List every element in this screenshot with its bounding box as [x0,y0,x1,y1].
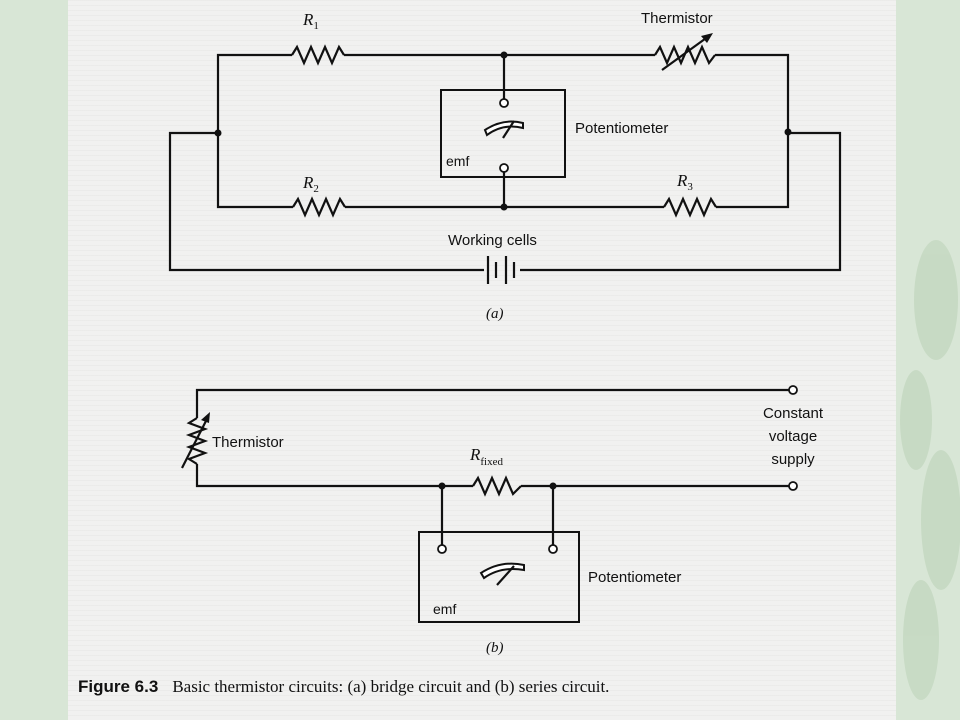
potentiometer-a-label: Potentiometer [575,120,668,137]
supply-label-line3: supply [771,451,815,468]
junction-dot [549,482,557,490]
thermistor-a-arrow-line [661,35,710,71]
figure-caption: Figure 6.3 Basic thermistor circuits: (a)… [78,677,609,697]
thermistor-b-arrow-line [181,416,209,469]
supply-label-line2: voltage [769,428,817,445]
series-top-wire [195,388,790,488]
thermistor-a-resistor [654,44,716,66]
r1-resistor [291,44,345,66]
decorative-pattern [900,240,960,700]
supply-terminal-bottom [788,481,798,491]
thermistor-a-arrowhead [701,33,713,43]
book-page [68,0,896,720]
r2-resistor [292,196,346,218]
supply-label-line1: Constant [763,405,824,422]
rfixed-label: Rfixed [469,445,503,468]
junction-dot [784,128,792,136]
left-margin [0,0,68,720]
thermistor-b-resistor [185,417,209,465]
potentiometer-b-box [418,531,580,623]
subfigure-a-label: (a) [486,306,504,322]
figure-number: Figure 6.3 [78,677,159,696]
pot-a-terminal-bottom [499,163,509,173]
junction-dot [500,51,508,59]
junction-dot [214,129,222,137]
potentiometer-b-label: Potentiometer [588,569,681,586]
r3-label: R3 [676,171,693,193]
pot-a-meter-icon [483,120,524,139]
series-circuit: Thermistor Rfixed Constant voltage suppl… [181,385,824,656]
thermistor-b-label: Thermistor [212,434,284,451]
battery-loop-wire [168,131,842,272]
working-cells-battery [486,256,516,284]
pot-b-meter-icon [479,562,525,586]
pot-a-terminal-top [499,98,509,108]
r3-resistor [663,196,717,218]
rfixed-resistor [472,475,522,497]
junction-dot [500,203,508,211]
bridge-circuit: R1 R2 R3 Thermistor Potentiometer emf Wo… [168,10,842,322]
emf-a-label: emf [446,153,469,169]
top-wire [216,53,790,133]
supply-terminal-top [788,385,798,395]
emf-b-label: emf [433,601,456,617]
junction-dot [438,482,446,490]
thermistor-b-arrowhead [201,412,210,423]
pot-b-terminal-left [437,544,447,554]
thermistor-a-label: Thermistor [641,10,713,27]
decorative-side-strip [896,0,960,720]
r1-label: R1 [302,10,319,32]
subfigure-b-label: (b) [486,640,504,656]
working-cells-label: Working cells [448,232,537,249]
r2-label: R2 [302,173,319,195]
caption-text: Basic thermistor circuits: (a) bridge ci… [172,677,610,696]
pot-b-terminal-right [548,544,558,554]
